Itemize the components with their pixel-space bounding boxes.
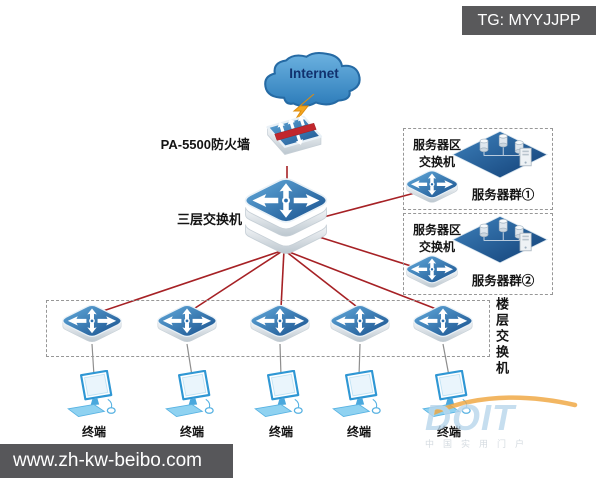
server-area-2-switch-label: 服务器区 交换机 xyxy=(412,223,461,254)
floor-switch-label: 楼层交换机 xyxy=(493,297,509,377)
internet-label: Internet xyxy=(289,66,339,81)
internet-cloud-icon xyxy=(264,51,361,107)
terminal-label-1: 终端 xyxy=(81,425,106,439)
l3-switch-icon xyxy=(244,178,328,254)
tg-badge-label: TG: MYYJJPP xyxy=(477,11,581,29)
floor-switch-icon-3 xyxy=(250,304,310,342)
floor-switch-icon-1 xyxy=(62,304,122,342)
server-area-1-switch-icon xyxy=(406,170,458,203)
floor-switch-icon-2 xyxy=(157,304,217,342)
terminal-icon-3 xyxy=(254,370,303,418)
firewall-icon xyxy=(266,115,323,155)
server-area-1-switch-label: 服务器区 交换机 xyxy=(412,138,461,169)
server-group-2-icon xyxy=(452,215,548,264)
site-url: www.zh-kw-beibo.com xyxy=(13,450,202,471)
terminal-icon-2 xyxy=(165,370,214,418)
terminal-label-5: 终端 xyxy=(436,425,461,439)
terminal-label-2: 终端 xyxy=(179,425,204,439)
floor-switch-box xyxy=(46,300,490,357)
internet-node: Internet xyxy=(258,50,370,112)
core-switch-label: 三层交换机 xyxy=(177,212,243,227)
terminal-label-3: 终端 xyxy=(268,425,293,439)
site-watermark-bar: www.zh-kw-beibo.com xyxy=(0,444,233,478)
floor-switch-icon-4 xyxy=(330,304,390,342)
server-group-1-icon xyxy=(452,130,548,179)
floor-switch-icon-5 xyxy=(413,304,473,342)
server-group-1-label: 服务器群① xyxy=(471,188,535,202)
server-group-2-label: 服务器群② xyxy=(471,274,535,288)
firewall-label: PA-5500防火墙 xyxy=(160,137,250,152)
terminal-icon-5 xyxy=(422,370,471,418)
terminal-icon-1 xyxy=(67,370,116,418)
server-area-2-box xyxy=(403,213,553,295)
server-area-1-box xyxy=(403,128,553,210)
tg-badge: TG: MYYJJPP xyxy=(462,6,596,35)
server-area-2-switch-icon xyxy=(406,255,458,288)
terminal-label-4: 终端 xyxy=(346,425,371,439)
terminal-icon-4 xyxy=(332,370,381,418)
